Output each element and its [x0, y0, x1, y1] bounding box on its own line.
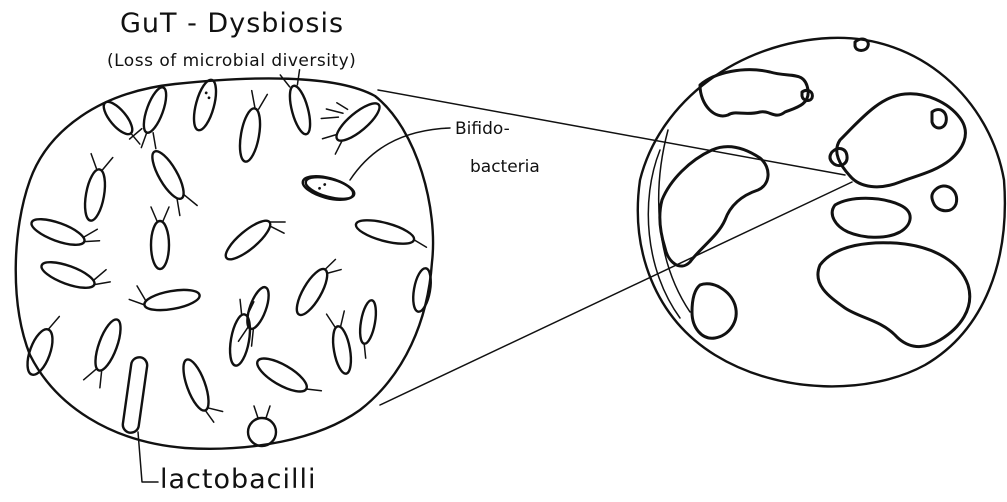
bacterium [354, 216, 430, 253]
bacterium [83, 316, 126, 389]
bacterium [80, 154, 113, 223]
bacterium [190, 78, 221, 133]
bacterium [322, 97, 385, 154]
lactobacilli-label: lactobacilli [160, 464, 317, 495]
bacterium [99, 98, 146, 150]
bacterium [227, 299, 256, 367]
bacterium [221, 207, 290, 271]
continents [660, 39, 970, 347]
bacterium [253, 352, 324, 404]
continent-middle-east [832, 198, 910, 237]
bifidobacterium [319, 99, 348, 126]
island-madagascar [932, 186, 957, 211]
bacterium [248, 406, 276, 446]
bacterium [410, 267, 433, 313]
bacterium [128, 83, 176, 153]
bacterium [355, 299, 379, 359]
connector-line-top [378, 90, 845, 175]
bacterium [178, 354, 225, 426]
gut-circle [16, 78, 433, 448]
island-small-1 [855, 39, 868, 50]
bacterium [127, 275, 201, 316]
continent-africa [818, 243, 970, 347]
bacterium [39, 249, 114, 298]
bifido-label-line1: Bifido- [455, 119, 510, 139]
bifido-label-line2: bacteria [470, 157, 540, 177]
lactobacillus [122, 356, 148, 433]
island-arctic [932, 110, 946, 128]
continent-greenland [700, 70, 808, 116]
continent-south-america [692, 284, 736, 339]
connector-line-bottom [380, 182, 852, 405]
diagram-subtitle: (Loss of microbial diversity) [107, 51, 356, 71]
bacterium [291, 253, 344, 322]
bacterium [29, 207, 103, 254]
continent-north-america [660, 147, 768, 266]
continent-europe [837, 94, 966, 187]
diagram-title: GuT - Dysbiosis [120, 8, 344, 39]
bacteria-group [22, 70, 433, 446]
bacterium [151, 207, 169, 269]
bifido-pointer [350, 128, 450, 180]
bacterium [327, 311, 355, 375]
bacterium [146, 147, 197, 216]
bacterium [236, 90, 267, 163]
bacterium [22, 311, 63, 378]
